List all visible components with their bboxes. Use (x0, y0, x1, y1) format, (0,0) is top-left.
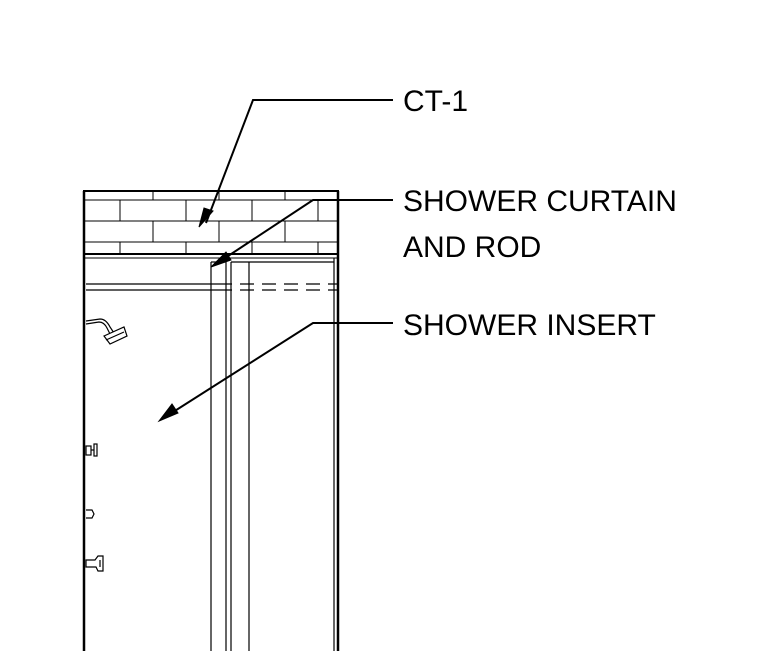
tub-spout-icon (85, 555, 104, 572)
leader-shower-curtain (210, 199, 393, 268)
callout-ct-1: CT-1 (403, 85, 468, 118)
ceiling-tile-band (83, 190, 339, 255)
leader-ct-1 (198, 99, 393, 228)
leader-shower-insert (157, 322, 393, 423)
shower-valve-icon (85, 443, 98, 457)
shower-insert-panel (210, 258, 335, 651)
shower-head-icon (85, 318, 128, 345)
callout-shower-insert: SHOWER INSERT (403, 309, 656, 342)
callout-shower-curtain-line-2: AND ROD (403, 231, 541, 264)
callout-shower-curtain-line-1: SHOWER CURTAIN (403, 185, 677, 218)
shower-curtain-rod (86, 283, 338, 291)
diverter-icon (86, 509, 95, 519)
shower-enclosure (82, 191, 340, 651)
